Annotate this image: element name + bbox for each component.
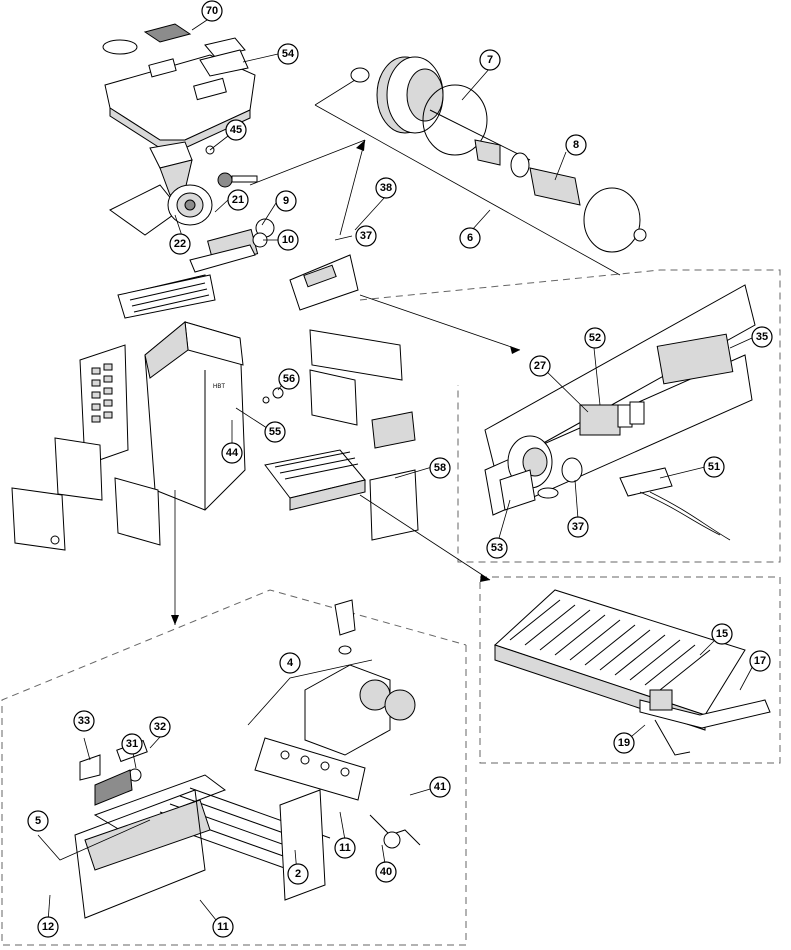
- svg-text:11: 11: [217, 921, 229, 933]
- svg-text:38: 38: [380, 182, 392, 194]
- svg-text:21: 21: [232, 194, 244, 206]
- louver-grid: [91, 363, 113, 423]
- svg-text:54: 54: [282, 48, 295, 60]
- burner-tubes: [509, 599, 711, 691]
- svg-text:27: 27: [534, 360, 546, 372]
- callout-55: 55: [264, 421, 286, 443]
- callout-51: 51: [703, 456, 725, 478]
- svg-text:58: 58: [434, 462, 446, 474]
- svg-text:2: 2: [295, 868, 301, 880]
- svg-text:19: 19: [618, 737, 630, 749]
- svg-text:56: 56: [283, 373, 295, 385]
- callout-17: 17: [749, 650, 771, 672]
- svg-text:45: 45: [230, 124, 242, 136]
- callout-11-right: 11: [334, 837, 356, 859]
- svg-text:37: 37: [572, 521, 584, 533]
- svg-text:53: 53: [491, 542, 503, 554]
- callout-10: 10: [277, 229, 299, 251]
- svg-text:37: 37: [360, 230, 372, 242]
- callout-22: 22: [169, 233, 191, 255]
- heat-exchanger-detail: [74, 599, 421, 919]
- callout-70: 70: [201, 0, 223, 22]
- control-panel-detail: [484, 284, 756, 541]
- callout-54: 54: [277, 43, 299, 65]
- callout-38: 38: [375, 177, 397, 199]
- svg-text:35: 35: [756, 331, 768, 343]
- callout-19: 19: [613, 732, 635, 754]
- burner-tray-small: [171, 449, 491, 625]
- callout-37-panel: 37: [567, 516, 589, 538]
- callout-27: 27: [529, 355, 551, 377]
- svg-text:6: 6: [467, 232, 473, 244]
- burner-tray-detail: [494, 589, 771, 756]
- front-panel-label: HBT: [213, 384, 225, 390]
- svg-text:40: 40: [380, 866, 392, 878]
- svg-text:11: 11: [339, 842, 351, 854]
- callout-35: 35: [751, 326, 773, 348]
- callout-2: 2: [287, 863, 309, 885]
- flue-collector: [109, 141, 258, 236]
- svg-text:10: 10: [282, 234, 294, 246]
- svg-text:51: 51: [708, 461, 720, 473]
- heat-exchanger-upper: [117, 274, 216, 319]
- svg-text:44: 44: [226, 447, 239, 459]
- callout-8: 8: [565, 134, 587, 156]
- svg-text:33: 33: [78, 715, 90, 727]
- callout-31: 31: [121, 733, 143, 755]
- svg-text:4: 4: [287, 657, 294, 669]
- svg-text:55: 55: [269, 426, 281, 438]
- callout-12: 12: [37, 916, 59, 938]
- svg-text:17: 17: [754, 655, 766, 667]
- top-cover: [102, 23, 256, 149]
- control-bracket: [289, 254, 521, 354]
- callout-15: 15: [711, 623, 733, 645]
- svg-text:70: 70: [206, 5, 218, 17]
- callout-44: 44: [221, 442, 243, 464]
- svg-text:9: 9: [283, 195, 289, 207]
- svg-text:31: 31: [126, 738, 138, 750]
- callout-33: 33: [73, 710, 95, 732]
- callout-7: 7: [479, 49, 501, 71]
- svg-text:52: 52: [589, 332, 601, 344]
- callout-32: 32: [149, 716, 171, 738]
- svg-text:15: 15: [716, 628, 728, 640]
- svg-text:12: 12: [42, 921, 54, 933]
- detail-box-heat-exchanger: [1, 589, 467, 946]
- svg-text:7: 7: [487, 54, 493, 66]
- svg-text:22: 22: [174, 238, 186, 250]
- svg-text:5: 5: [35, 815, 41, 827]
- callout-11-left: 11: [212, 916, 234, 938]
- callout-4: 4: [279, 652, 301, 674]
- callout-52: 52: [584, 327, 606, 349]
- callout-6: 6: [459, 227, 481, 249]
- callout-58: 58: [429, 457, 451, 479]
- callout-37-upper: 37: [355, 225, 377, 247]
- svg-text:32: 32: [154, 721, 166, 733]
- detail-box-burner-tray: [479, 576, 781, 764]
- callout-9: 9: [275, 190, 297, 212]
- svg-text:41: 41: [434, 781, 446, 793]
- detail-box-control-panel: [359, 269, 781, 563]
- blower-wheel-exploded: [249, 56, 647, 276]
- callout-53: 53: [486, 537, 508, 559]
- callouts: 70 54 7 45 8 38 21 9 22 10 37 6 35 52 27…: [27, 0, 773, 938]
- callout-21: 21: [227, 189, 249, 211]
- callout-56: 56: [278, 368, 300, 390]
- svg-text:8: 8: [573, 139, 579, 151]
- side-panels: [262, 329, 419, 541]
- callout-5: 5: [27, 810, 49, 832]
- callout-41: 41: [429, 776, 451, 798]
- cabinet: HBT: [11, 321, 246, 551]
- callout-45: 45: [225, 119, 247, 141]
- callout-40: 40: [375, 861, 397, 883]
